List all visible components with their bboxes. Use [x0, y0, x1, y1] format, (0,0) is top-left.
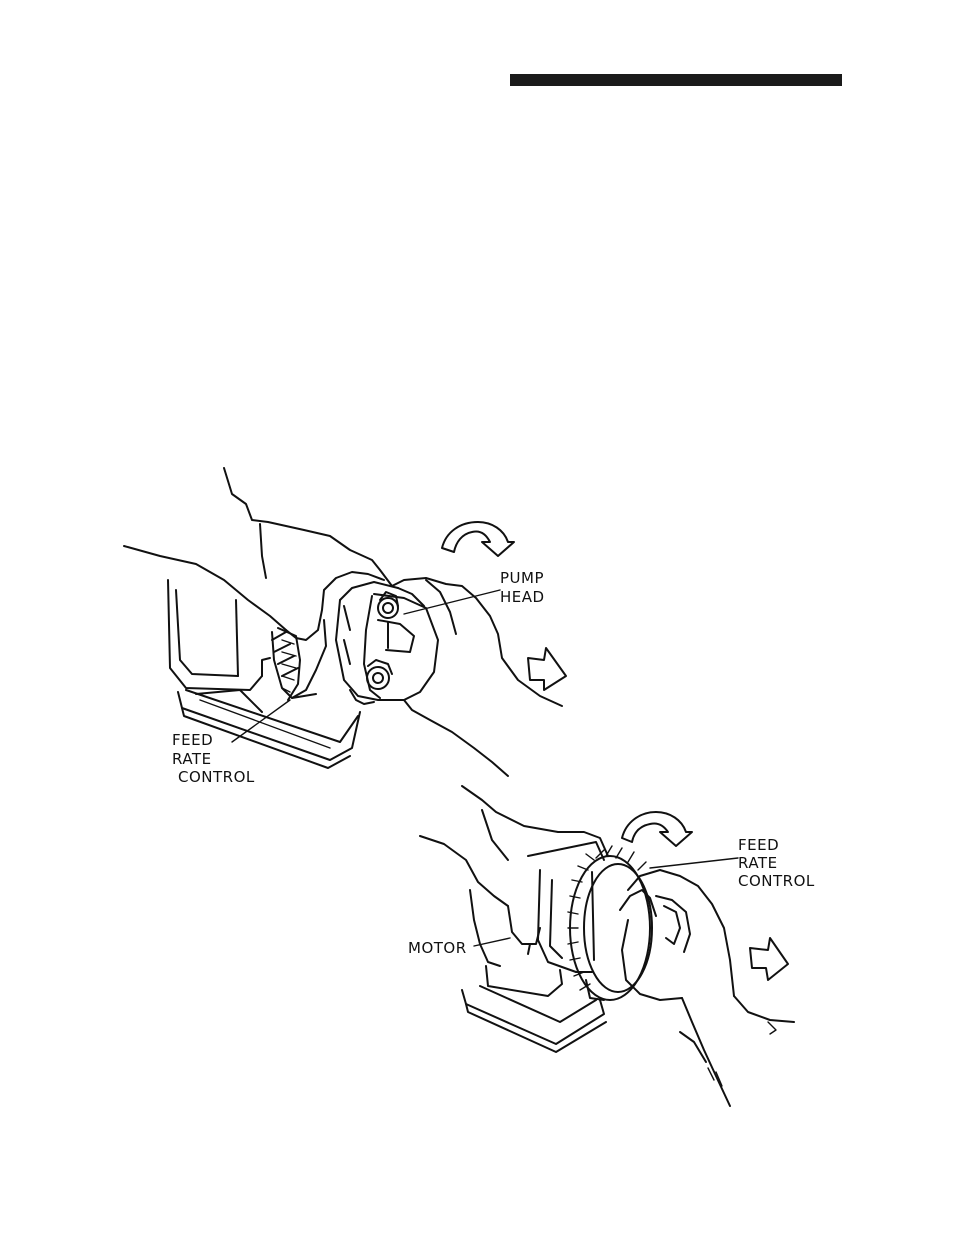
top-feed-rate-label-line3: CONTROL — [178, 768, 255, 786]
top-feed-rate-label-line1: FEED — [172, 731, 213, 749]
rotate-arrow-icon — [622, 812, 692, 846]
pump-head-label-line2: HEAD — [500, 588, 545, 606]
bottom-feed-rate-label-line1: FEED — [738, 836, 779, 854]
rotate-arrow-icon — [442, 522, 514, 556]
bottom-base-rail — [462, 966, 606, 1052]
bottom-motor-housing — [528, 842, 604, 972]
top-motor-housing — [168, 580, 270, 690]
top-feed-rate-knob — [278, 628, 300, 700]
bottom-feed-rate-knob — [568, 846, 652, 1000]
pump-head-label-line1: PUMP — [500, 569, 544, 587]
top-illustration: PUMP HEAD FEED RATE CONTROL — [124, 468, 566, 786]
top-feed-rate-label-line2: RATE — [172, 750, 212, 768]
bottom-illustration: FEED RATE CONTROL MOTOR — [408, 786, 815, 1106]
bottom-feed-rate-label-line3: CONTROL — [738, 872, 815, 890]
bottom-feed-rate-label-line2: RATE — [738, 854, 778, 872]
bottom-right-hand — [620, 870, 794, 1106]
pull-arrow-icon — [528, 648, 566, 690]
pull-arrow-icon — [750, 938, 788, 980]
top-pump-head — [336, 582, 438, 704]
top-left-hand — [124, 468, 392, 698]
bottom-feed-rate-leader — [650, 858, 738, 868]
motor-label: MOTOR — [408, 939, 467, 957]
